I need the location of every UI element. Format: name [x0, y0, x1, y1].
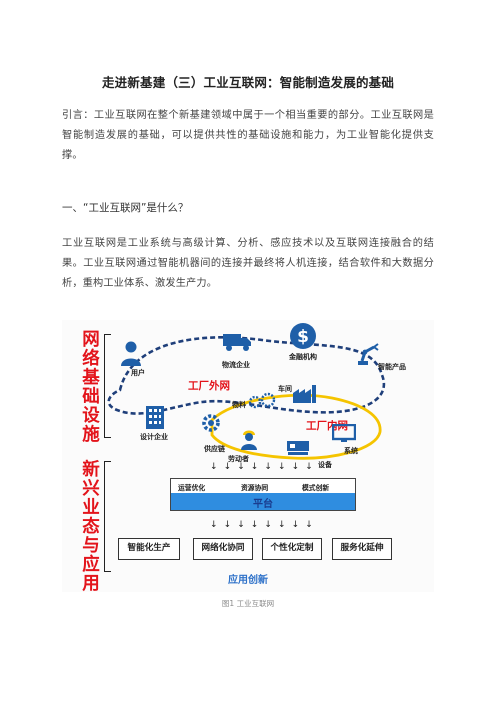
- platform-sub-operations: 运营优化: [178, 484, 206, 492]
- top-bracket: [104, 334, 111, 438]
- arrows-row-top: ↓ ↓ ↓ ↓ ↓ ↓ ↓ ↓: [210, 462, 315, 472]
- node-workshop: 车间: [278, 385, 292, 393]
- definition-paragraph: 工业互联网是工业系统与高级计算、分析、感应技术以及互联网连接融合的结果。工业互联…: [62, 238, 434, 289]
- node-worker: 劳动者: [228, 455, 249, 463]
- new-business-label: 新兴业态与应用: [82, 460, 100, 594]
- node-system: 系统: [344, 447, 358, 455]
- app-personalized-customization: 个性化定制: [262, 538, 322, 560]
- outer-network-label: 工厂外网: [188, 380, 230, 392]
- app-network-collaboration: 网络化协同: [193, 538, 253, 560]
- node-user: 用户: [131, 369, 145, 377]
- robot-arm-icon: [358, 343, 379, 365]
- app-smart-production: 智能化生产: [118, 538, 180, 560]
- application-innovation-label: 应用创新: [228, 575, 268, 586]
- node-finance: 金融机构: [289, 353, 317, 361]
- section-heading: 一、“工业互联网”是什么？: [62, 202, 189, 214]
- inner-network-label: 工厂内网: [306, 420, 348, 432]
- intro-paragraph: 引言：工业互联网在整个新基建领域中属于一个相当重要的部分。工业互联网是智能制造发…: [62, 110, 434, 161]
- figure-caption: 图1 工业互联网: [221, 599, 275, 608]
- node-logistics: 物流企业: [222, 361, 250, 369]
- platform-sub-resources: 资源协同: [241, 484, 269, 492]
- platform-box: 运营优化 资源协同 模式创新 平台: [170, 478, 356, 511]
- svg-text:$: $: [297, 327, 309, 347]
- node-supply-chain: 供应链: [204, 445, 225, 453]
- network-infrastructure-label: 网络基础设施: [82, 330, 100, 445]
- bottom-bracket: [104, 461, 111, 572]
- app-service-extension: 服务化延伸: [332, 538, 392, 560]
- arrows-row-bottom: ↓ ↓ ↓ ↓ ↓ ↓ ↓ ↓: [210, 520, 315, 530]
- dollar-icon: $: [290, 323, 316, 349]
- node-smart-product: 智能产品: [378, 363, 406, 371]
- gear-icon: [202, 414, 220, 432]
- node-materials: 物料: [232, 401, 246, 409]
- truck-icon: [223, 334, 251, 351]
- platform-label: 平台: [253, 499, 273, 510]
- platform-bar: [171, 493, 355, 510]
- node-equipment: 设备: [318, 461, 332, 469]
- node-design: 设计企业: [140, 433, 168, 441]
- worker-icon: [241, 430, 257, 450]
- gears-icon: [248, 392, 276, 409]
- factory-icon: [293, 385, 316, 403]
- platform-sub-mode: 模式创新: [302, 484, 330, 492]
- equipment-icon: [287, 441, 309, 455]
- monitor-icon: [332, 424, 356, 442]
- article-title: 走进新基建（三）工业互联网：智能制造发展的基础: [101, 75, 395, 90]
- building-icon: [146, 406, 164, 429]
- user-icon: [121, 341, 141, 366]
